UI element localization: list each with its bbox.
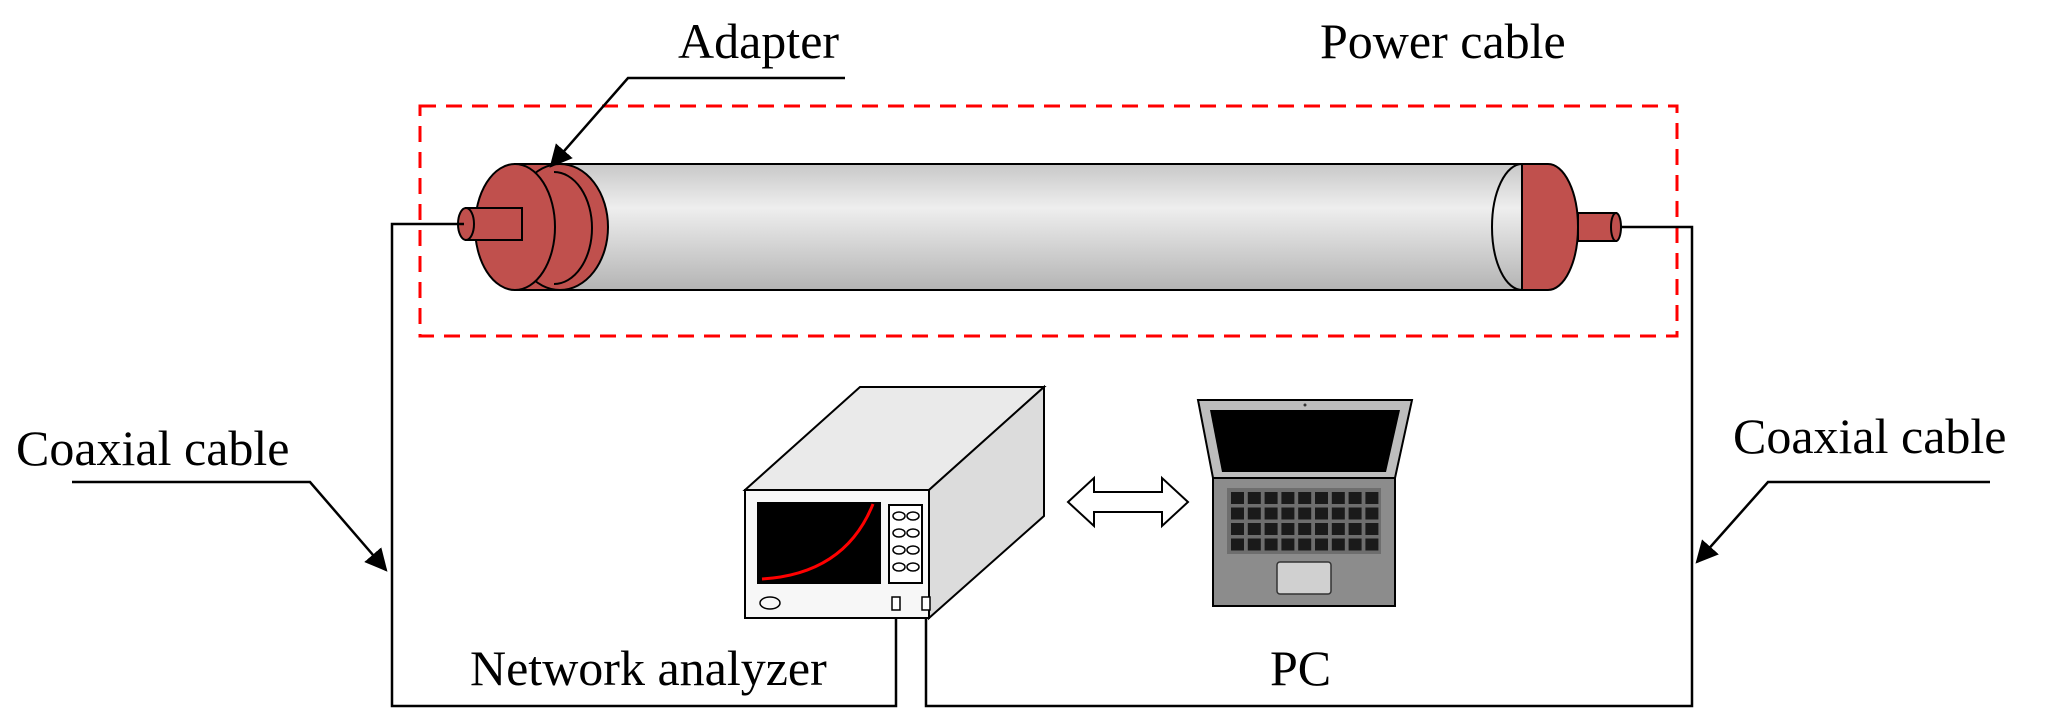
laptop-key [1315,492,1328,504]
right-connector-stub-cap [1610,212,1622,242]
laptop-key [1247,523,1261,535]
power-cable-highlight-box [418,104,1679,338]
laptop-key [1331,538,1345,551]
laptop-key [1281,523,1295,535]
laptop-key [1331,492,1345,504]
laptop-icon [1196,399,1414,607]
analyzer-screen [757,502,881,584]
coaxial-cable-right-leader [1695,480,1990,564]
laptop-key [1231,507,1244,520]
laptop-screen [1210,410,1400,472]
laptop-key [1247,538,1261,551]
coaxial-cable-right-wire [924,225,1694,708]
laptop-key [1348,538,1362,551]
analyzer-power-button [759,596,781,610]
laptop-key [1231,538,1244,551]
analyzer-keypad-buttons [892,511,920,572]
laptop-key [1348,507,1362,520]
laptop-key [1247,507,1261,520]
laptop-key [1365,492,1379,504]
laptop-key [1264,523,1278,535]
power-cable [457,163,1622,291]
analyzer-port-1 [891,596,901,611]
network-analyzer-label: Network analyzer [470,640,827,696]
cable-body [559,163,1523,291]
analyzer-screen-trace [761,503,875,581]
laptop-key [1331,523,1345,535]
laptop-key [1298,523,1312,535]
coaxial-cable-right-label: Coaxial cable [1733,408,2007,464]
laptop-key [1298,538,1312,551]
analyzer-port-2 [921,596,931,611]
coaxial-cable-left-leader [72,480,388,572]
laptop-key [1281,507,1295,520]
left-adapter-inner-edge [553,171,593,285]
laptop-key [1365,523,1379,535]
laptop-key [1264,507,1278,520]
laptop-key [1365,538,1379,551]
double-arrow-icon [1066,475,1190,529]
laptop-key [1231,492,1244,504]
laptop-key [1231,523,1244,535]
laptop-key [1348,492,1362,504]
laptop-key [1315,538,1328,551]
power-cable-label: Power cable [1320,13,1566,69]
laptop-key [1281,538,1295,551]
cable-body-end-curve [1491,163,1523,291]
laptop-key [1315,523,1328,535]
laptop-key [1315,507,1328,520]
left-connector-stub [465,207,523,241]
adapter-label: Adapter [678,13,839,69]
laptop-key [1247,492,1261,504]
pc-label: PC [1270,640,1331,696]
laptop-key [1264,538,1278,551]
laptop-touchpad [1276,561,1332,595]
laptop-key [1348,523,1362,535]
adapter-leader-line [549,76,845,168]
laptop-key [1331,507,1345,520]
right-adapter [1521,163,1579,291]
laptop-key [1365,507,1379,520]
laptop-key [1264,492,1278,504]
laptop-camera [1303,403,1307,407]
laptop-key [1298,507,1312,520]
coaxial-cable-left-wire [390,222,898,708]
laptop-key [1298,492,1312,504]
laptop-key [1281,492,1295,504]
laptop-keys [1231,492,1379,551]
network-analyzer-icon [742,384,1047,621]
coaxial-cable-left-label: Coaxial cable [16,420,290,476]
